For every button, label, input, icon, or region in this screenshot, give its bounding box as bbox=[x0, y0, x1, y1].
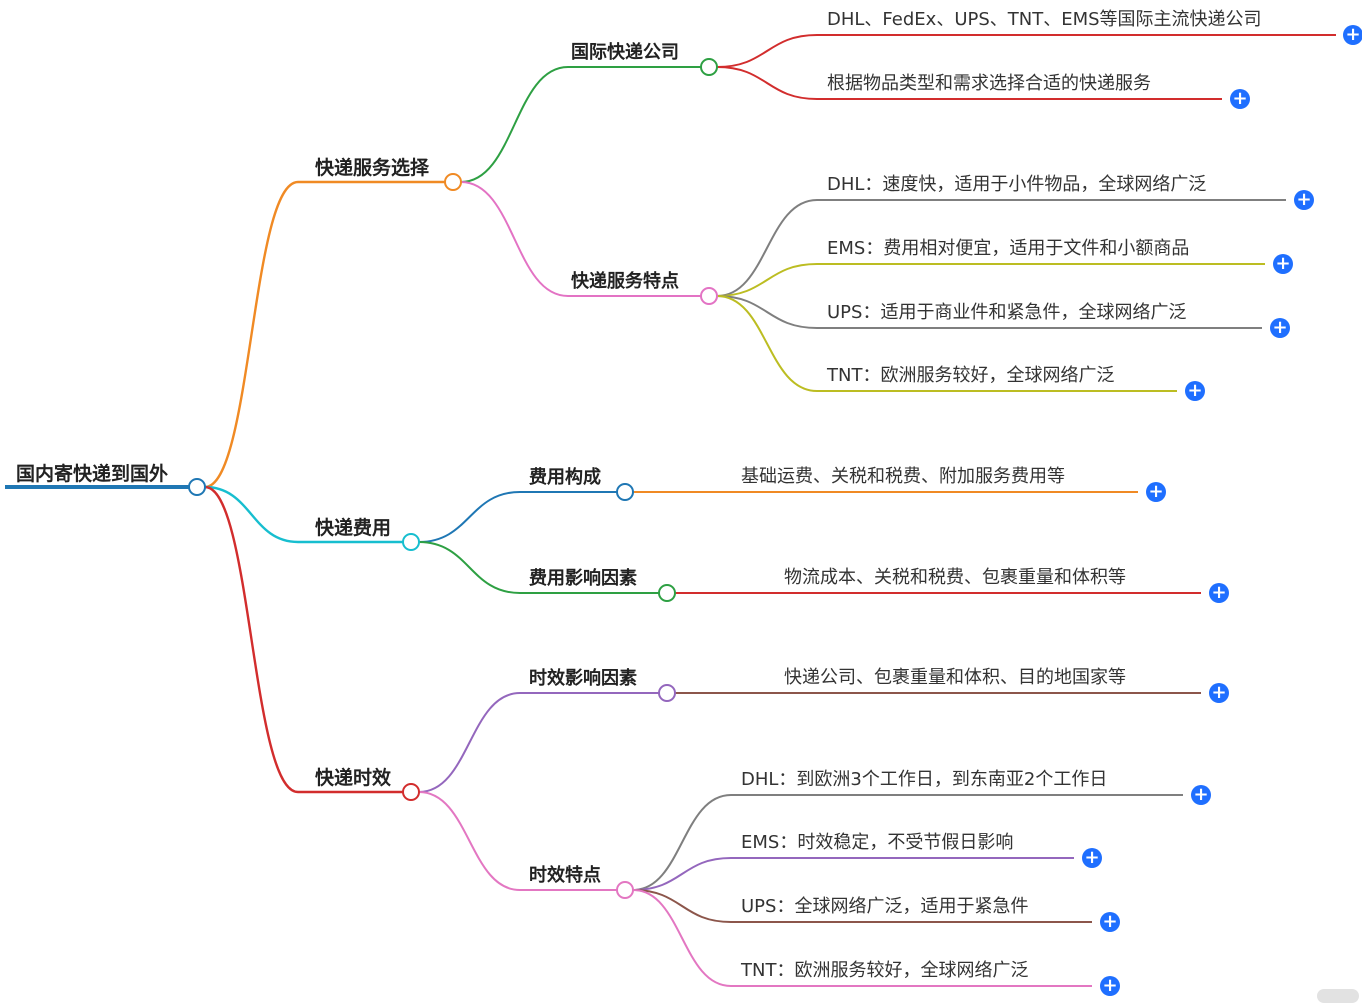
subbranch-collapse-toggle[interactable] bbox=[700, 58, 718, 76]
root-node-label: 国内寄快递到国外 bbox=[16, 463, 169, 485]
leaf-node-label: EMS：费用相对便宜，适用于文件和小额商品 bbox=[827, 238, 1190, 259]
expand-plus-icon[interactable]: + bbox=[1273, 254, 1293, 274]
subbranch-connector bbox=[460, 66, 569, 183]
subbranch-connector bbox=[418, 692, 521, 793]
subbranch-collapse-toggle[interactable] bbox=[616, 483, 634, 501]
subbranch-node-label: 时效特点 bbox=[529, 865, 601, 886]
root-collapse-toggle[interactable] bbox=[188, 478, 206, 496]
leaf-connector bbox=[632, 889, 732, 923]
expand-plus-icon[interactable]: + bbox=[1185, 381, 1205, 401]
expand-plus-icon[interactable]: + bbox=[1191, 785, 1211, 805]
leaf-connector bbox=[716, 295, 818, 392]
expand-plus-icon[interactable]: + bbox=[1082, 848, 1102, 868]
leaf-connector bbox=[716, 199, 818, 297]
subbranch-connector bbox=[418, 541, 521, 594]
branch-connector bbox=[204, 485, 299, 544]
leaf-node-label: TNT：欧洲服务较好，全球网络广泛 bbox=[827, 365, 1115, 386]
branch-node-label: 快递费用 bbox=[315, 517, 392, 539]
leaf-node-label: UPS：全球网络广泛，适用于紧急件 bbox=[741, 896, 1029, 917]
leaf-connector bbox=[632, 857, 732, 891]
corner-handle bbox=[1317, 989, 1359, 1003]
expand-plus-icon[interactable]: + bbox=[1100, 912, 1120, 932]
leaf-connector bbox=[632, 794, 732, 891]
expand-plus-icon[interactable]: + bbox=[1343, 25, 1362, 45]
subbranch-node-label: 费用构成 bbox=[529, 467, 601, 488]
leaf-connector bbox=[716, 295, 818, 329]
subbranch-collapse-toggle[interactable] bbox=[616, 881, 634, 899]
expand-plus-icon[interactable]: + bbox=[1209, 683, 1229, 703]
subbranch-node-label: 费用影响因素 bbox=[529, 568, 637, 589]
leaf-node-label: 物流成本、关税和税费、包裹重量和体积等 bbox=[784, 567, 1126, 588]
expand-plus-icon[interactable]: + bbox=[1294, 190, 1314, 210]
branch-connector bbox=[204, 180, 299, 489]
subbranch-connector bbox=[418, 491, 521, 543]
leaf-node-label: DHL：到欧洲3个工作日，到东南亚2个工作日 bbox=[741, 769, 1108, 790]
expand-plus-icon[interactable]: + bbox=[1270, 318, 1290, 338]
subbranch-collapse-toggle[interactable] bbox=[700, 287, 718, 305]
leaf-node-label: TNT：欧洲服务较好，全球网络广泛 bbox=[741, 960, 1029, 981]
leaf-connector bbox=[632, 889, 732, 987]
subbranch-node-label: 时效影响因素 bbox=[529, 668, 637, 689]
leaf-node-label: 基础运费、关税和税费、附加服务费用等 bbox=[741, 466, 1065, 487]
expand-plus-icon[interactable]: + bbox=[1209, 583, 1229, 603]
subbranch-connector bbox=[418, 791, 521, 891]
leaf-connector bbox=[716, 66, 818, 100]
expand-plus-icon[interactable]: + bbox=[1146, 482, 1166, 502]
leaf-connector bbox=[716, 263, 818, 297]
branch-connector bbox=[204, 485, 299, 794]
branch-collapse-toggle[interactable] bbox=[402, 533, 420, 551]
leaf-node-label: EMS：时效稳定，不受节假日影响 bbox=[741, 832, 1014, 853]
leaf-node-label: DHL、FedEx、UPS、TNT、EMS等国际主流快递公司 bbox=[827, 9, 1262, 30]
branch-collapse-toggle[interactable] bbox=[444, 173, 462, 191]
branch-collapse-toggle[interactable] bbox=[402, 783, 420, 801]
subbranch-collapse-toggle[interactable] bbox=[658, 684, 676, 702]
subbranch-connector bbox=[460, 181, 569, 297]
subbranch-collapse-toggle[interactable] bbox=[658, 584, 676, 602]
leaf-node-label: DHL：速度快，适用于小件物品，全球网络广泛 bbox=[827, 174, 1207, 195]
branch-node-label: 快递服务选择 bbox=[315, 157, 430, 179]
subbranch-node-label: 国际快递公司 bbox=[571, 42, 679, 63]
leaf-node-label: 快递公司、包裹重量和体积、目的地国家等 bbox=[784, 667, 1126, 688]
subbranch-node-label: 快递服务特点 bbox=[571, 271, 679, 292]
expand-plus-icon[interactable]: + bbox=[1230, 89, 1250, 109]
leaf-node-label: UPS：适用于商业件和紧急件，全球网络广泛 bbox=[827, 302, 1187, 323]
expand-plus-icon[interactable]: + bbox=[1100, 976, 1120, 996]
branch-node-label: 快递时效 bbox=[315, 767, 392, 789]
leaf-connector bbox=[716, 34, 818, 68]
leaf-node-label: 根据物品类型和需求选择合适的快递服务 bbox=[827, 73, 1151, 94]
